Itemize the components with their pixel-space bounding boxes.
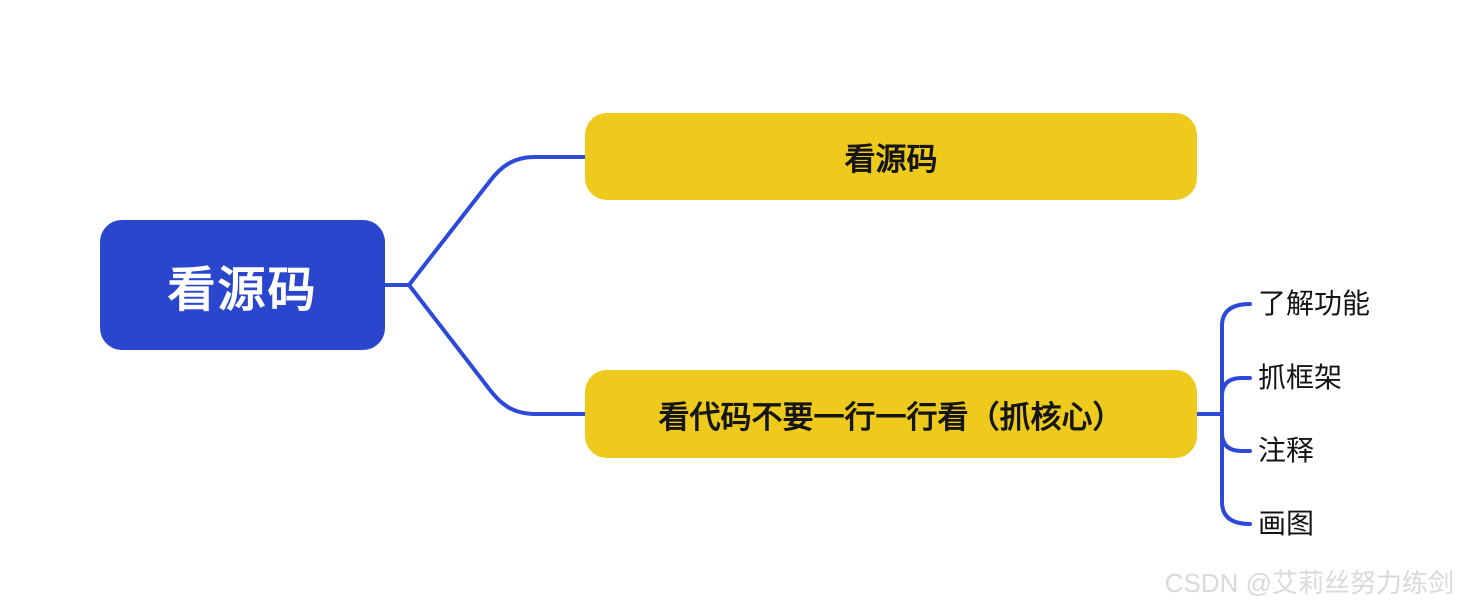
connector-leaf-stem bbox=[1220, 302, 1252, 526]
leaf-node-comments[interactable]: 注释 bbox=[1258, 435, 1315, 466]
csdn-watermark: CSDN @艾莉丝努力练剑 bbox=[1164, 568, 1454, 598]
root-node[interactable]: 看源码 bbox=[100, 220, 385, 350]
connector-leaf-branch-2 bbox=[1220, 376, 1252, 398]
connector-root-to-branch-bottom bbox=[407, 283, 587, 416]
leaf-node-understand-function[interactable]: 了解功能 bbox=[1258, 288, 1371, 319]
connector-leaf-branch-3 bbox=[1220, 431, 1252, 453]
branch-node-bottom[interactable]: 看代码不要一行一行看（抓核心） bbox=[585, 370, 1197, 458]
branch-node-top[interactable]: 看源码 bbox=[585, 113, 1197, 200]
branch-node-top-label: 看源码 bbox=[844, 142, 938, 177]
leaf-node-draw-diagram[interactable]: 画图 bbox=[1258, 508, 1315, 539]
leaf-node-grab-framework[interactable]: 抓框架 bbox=[1258, 362, 1343, 393]
root-node-label: 看源码 bbox=[167, 264, 318, 317]
connector-root-to-branch-top bbox=[407, 155, 587, 287]
branch-node-bottom-label: 看代码不要一行一行看（抓核心） bbox=[658, 399, 1124, 435]
